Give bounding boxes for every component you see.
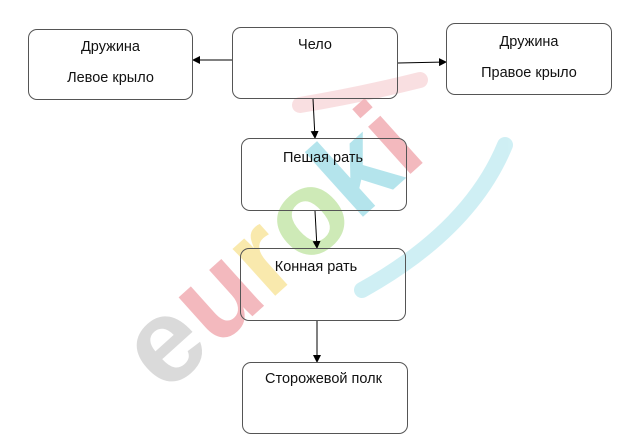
node-right-wing: Дружина Правое крыло [446, 23, 612, 95]
node-foot-army: Пешая рать [241, 138, 407, 211]
node-guard-regiment: Сторожевой полк [242, 362, 408, 434]
chelo-label: Чело [298, 37, 332, 53]
left-wing-line2: Левое крыло [67, 70, 154, 86]
arrow-foot-to-horse-army [312, 210, 321, 249]
left-wing-line1: Дружина [80, 39, 140, 55]
horse-army-label: Конная рать [274, 259, 358, 275]
right-wing-line1: Дружина [499, 34, 559, 50]
node-chelo: Чело [232, 27, 398, 99]
node-left-wing: Дружина Левое крыло [28, 29, 193, 100]
arrow-chelo-to-right-wing [397, 58, 447, 67]
right-wing-line2: Правое крыло [481, 65, 577, 81]
foot-army-label: Пешая рать [282, 150, 364, 166]
arrow-chelo-to-foot-army [310, 98, 319, 139]
watermark-arc-cyan [354, 137, 513, 298]
guard-regiment-label: Сторожевой полк [265, 371, 382, 387]
node-horse-army: Конная рать [240, 248, 406, 321]
